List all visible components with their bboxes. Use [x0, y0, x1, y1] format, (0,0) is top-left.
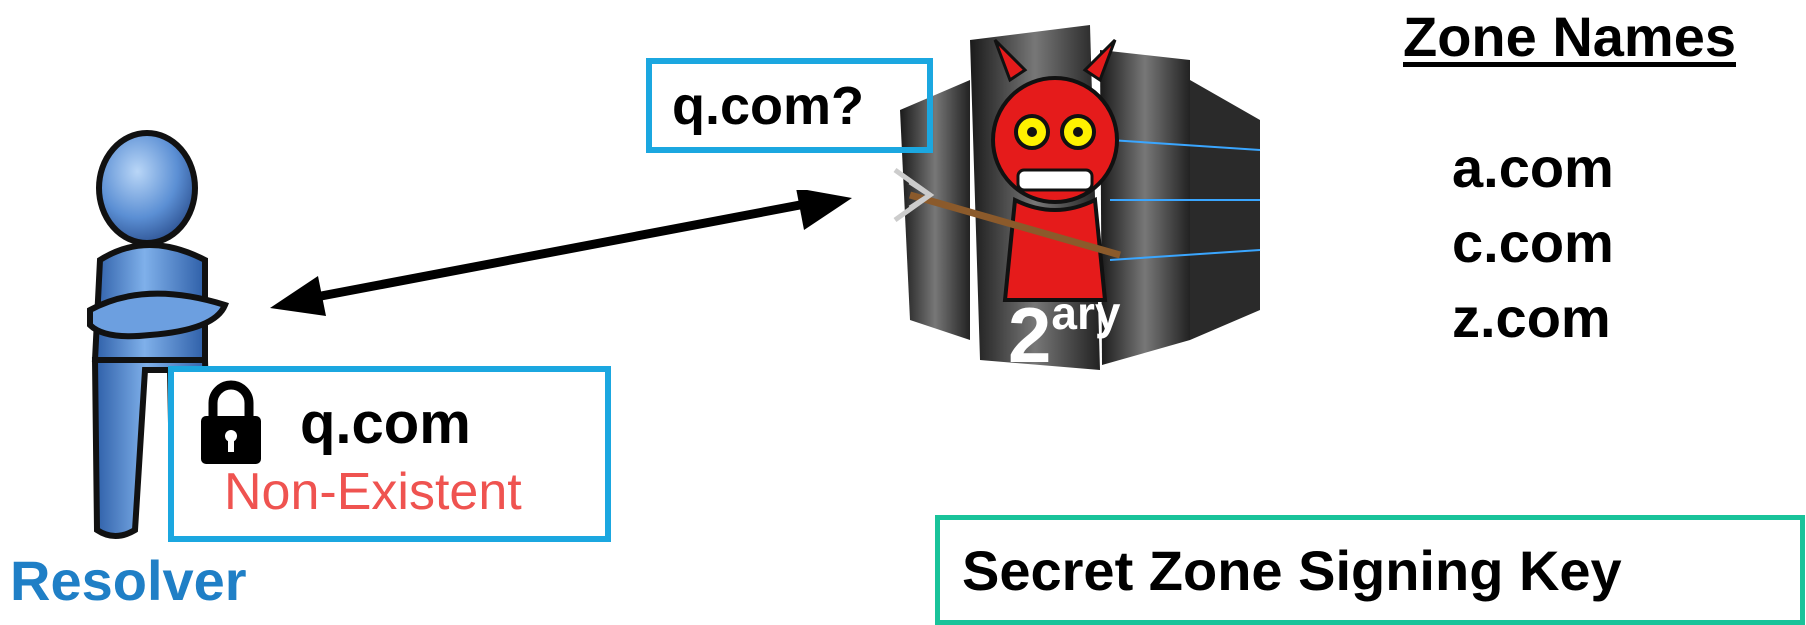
query-box: q.com? — [646, 58, 933, 153]
secondary-server-icon — [893, 25, 1261, 370]
secret-key-box: Secret Zone Signing Key — [935, 515, 1805, 625]
resolver-label: Resolver — [10, 549, 247, 612]
answer-name: q.com — [300, 391, 471, 456]
devil-icon — [893, 38, 1121, 302]
answer-status: Non-Existent — [224, 463, 522, 521]
answer-box: q.com Non-Existent — [168, 366, 611, 542]
zone-names-title: Zone Names — [1403, 5, 1736, 68]
server-label-sup: ary — [1051, 287, 1121, 339]
query-text: q.com? — [672, 75, 865, 136]
zone-item: a.com — [1452, 136, 1614, 199]
server-label-main: 2 — [1008, 291, 1052, 379]
request-arrow — [270, 190, 852, 316]
server-label: 2ary — [1008, 287, 1121, 381]
zone-item: z.com — [1452, 286, 1611, 349]
lock-icon — [201, 380, 261, 464]
zone-item: c.com — [1452, 211, 1614, 274]
secret-key-label: Secret Zone Signing Key — [962, 539, 1622, 602]
